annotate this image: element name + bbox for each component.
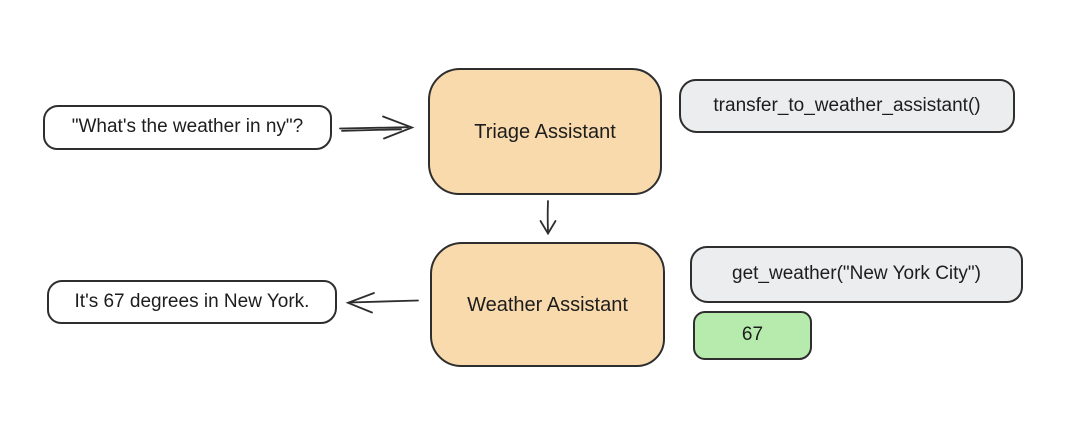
weather-result-node: 67 [693, 311, 812, 360]
arrow-down-icon [534, 197, 562, 239]
weather-call-node: get_weather("New York City") [690, 246, 1023, 303]
weather-assistant-label: Weather Assistant [467, 293, 628, 316]
user-message-label: "What's the weather in ny"? [71, 116, 304, 138]
weather-call-label: get_weather("New York City") [732, 263, 981, 285]
transfer-call-node: transfer_to_weather_assistant() [679, 79, 1015, 133]
triage-assistant-label: Triage Assistant [474, 120, 616, 143]
weather-result-label: 67 [741, 324, 764, 346]
arrow-right-icon [337, 111, 419, 145]
user-message-node: "What's the weather in ny"? [43, 105, 332, 150]
assistant-reply-label: It's 67 degrees in New York. [74, 290, 310, 312]
assistant-reply-node: It's 67 degrees in New York. [47, 280, 337, 324]
arrow-left-icon [344, 286, 422, 318]
transfer-call-label: transfer_to_weather_assistant() [713, 94, 981, 116]
weather-assistant-node: Weather Assistant [430, 242, 665, 367]
triage-assistant-node: Triage Assistant [428, 68, 662, 195]
